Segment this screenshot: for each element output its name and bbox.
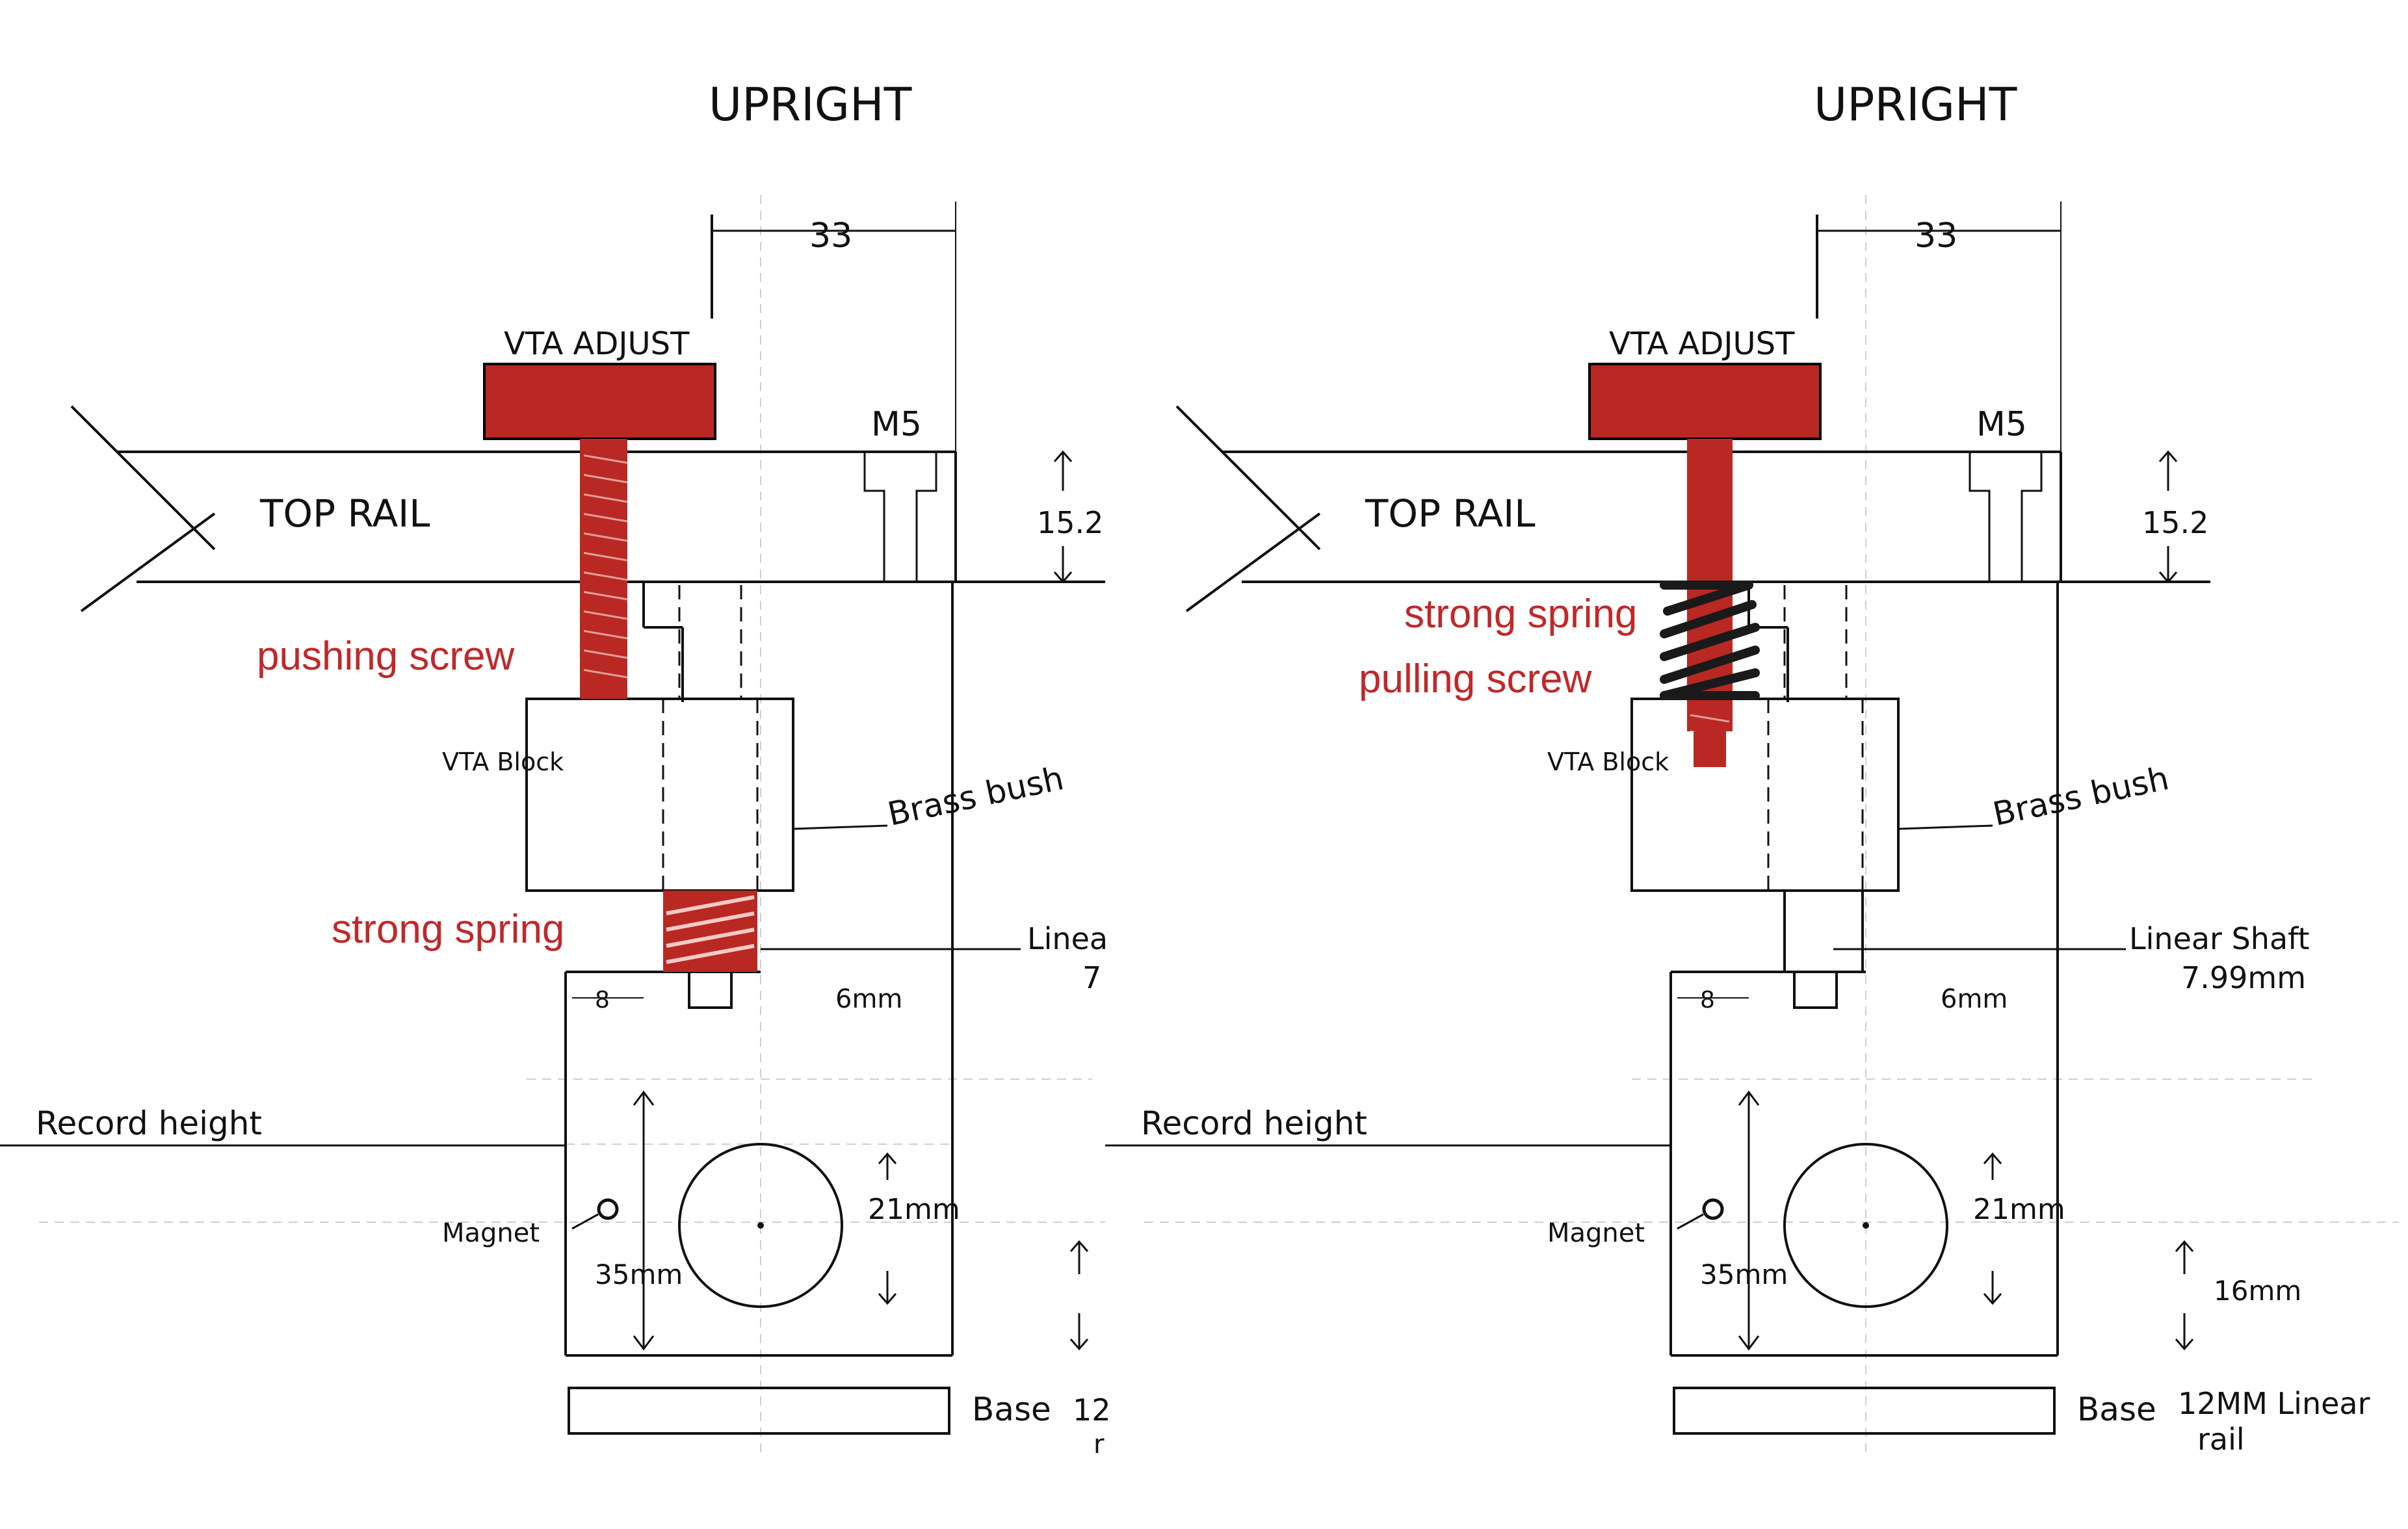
linear-shaft-size-right: 7.99mm bbox=[2181, 960, 2306, 995]
brass-bush-right bbox=[1767, 585, 1900, 891]
base-rail bbox=[568, 1387, 950, 1435]
dim-15-2-label: 15.2 bbox=[1037, 505, 1103, 540]
brass-bush bbox=[662, 585, 794, 891]
rail-dim-arrows-right bbox=[2158, 450, 2178, 584]
upright-body-right bbox=[1669, 581, 2061, 1357]
shaft-hole-right bbox=[1783, 1143, 1948, 1308]
vta-block bbox=[525, 698, 794, 892]
dim-33-label-right: 33 bbox=[1915, 216, 1957, 255]
base-rail-label-2-right: rail bbox=[2197, 1422, 2245, 1457]
linear-shaft-label-right: Linear Shaft bbox=[2129, 921, 2310, 956]
panel-pushing-screw bbox=[0, 195, 1105, 1456]
vta-block-label-right: VTA Block bbox=[1547, 748, 1669, 776]
hole-center-right bbox=[1863, 1222, 1869, 1229]
top-rail-label-right: TOP RAIL bbox=[1365, 491, 1536, 536]
annotation-strong-spring: strong spring bbox=[332, 907, 564, 952]
vta-block-right bbox=[1630, 698, 1900, 892]
m5-label-right: M5 bbox=[1976, 405, 2027, 444]
brass-bush-label: Brass bush bbox=[884, 759, 1067, 833]
offset-label-right: 8 bbox=[1700, 987, 1715, 1013]
gap-label-right: 6mm bbox=[1941, 984, 2008, 1014]
gap-label: 6mm bbox=[835, 984, 902, 1014]
hole-label: 21mm bbox=[868, 1193, 960, 1226]
vta-adjust-knob-right bbox=[1588, 363, 1822, 440]
dim-21mm bbox=[878, 1152, 897, 1305]
pushing-screw bbox=[580, 439, 628, 699]
dim-35mm bbox=[633, 1090, 655, 1351]
vta-adjust-knob bbox=[483, 363, 716, 440]
dim-35mm-right bbox=[1738, 1090, 1760, 1351]
panel-pulling-screw-labels: UPRIGHT 33 VTA ADJUST M5 TOP RAIL 15.2 V… bbox=[1141, 78, 2370, 1457]
base-dim-label-right: 16mm bbox=[2214, 1275, 2301, 1307]
magnet-label: Magnet bbox=[442, 1218, 540, 1248]
base-label-right: Base bbox=[2077, 1391, 2156, 1428]
base-dim-arrows bbox=[1069, 1240, 1089, 1351]
shaft-hole bbox=[678, 1143, 843, 1308]
base-rail-label-right: 12MM Linear bbox=[2178, 1386, 2370, 1421]
offset-label: 8 bbox=[595, 987, 610, 1013]
record-height-label-right: Record height bbox=[1141, 1104, 1367, 1142]
m5-recess bbox=[863, 452, 937, 582]
hole-center bbox=[757, 1222, 764, 1229]
linear-shaft-right bbox=[1783, 889, 2126, 1009]
vta-adjust-label: VTA ADJUST bbox=[504, 326, 690, 362]
dimension-33-right bbox=[1816, 202, 2061, 455]
magnet-right bbox=[1677, 1198, 1724, 1230]
top-rail-label: TOP RAIL bbox=[259, 491, 430, 536]
brass-bush-label-right: Brass bush bbox=[1989, 759, 2172, 833]
m5-recess-right bbox=[1969, 452, 2043, 582]
panel-pulling-screw bbox=[1105, 195, 2399, 1456]
panel-pushing-screw-labels: UPRIGHT 33 VTA ADJUST M5 TOP RAIL 15.2 V… bbox=[36, 78, 1111, 1459]
vta-block-label: VTA Block bbox=[442, 748, 564, 776]
hole-label-right: 21mm bbox=[1973, 1193, 2065, 1226]
dim-33-label: 33 bbox=[809, 216, 852, 255]
m5-label: M5 bbox=[871, 405, 922, 444]
base-rail-label-2: r bbox=[1093, 1430, 1105, 1459]
strong-spring-red bbox=[663, 891, 757, 972]
linear-shaft-size: 7 bbox=[1082, 960, 1101, 995]
annotation-pulling-screw: pulling screw bbox=[1359, 657, 1592, 701]
magnet-label-right: Magnet bbox=[1547, 1218, 1645, 1248]
base-rail-right bbox=[1673, 1387, 2056, 1435]
dimension-33 bbox=[711, 202, 956, 455]
annotation-strong-spring-right: strong spring bbox=[1404, 592, 1637, 636]
title-upright: UPRIGHT bbox=[709, 78, 912, 131]
height-label: 35mm bbox=[595, 1259, 683, 1290]
base-label: Base bbox=[972, 1391, 1051, 1428]
base-rail-label: 12 bbox=[1073, 1392, 1111, 1428]
magnet bbox=[571, 1198, 619, 1230]
linear-shaft-label: Linea bbox=[1027, 921, 1108, 956]
annotation-pushing-screw: pushing screw bbox=[257, 634, 515, 679]
title-upright-right: UPRIGHT bbox=[1814, 78, 2017, 131]
rail-dim-arrows bbox=[1053, 450, 1073, 584]
brass-bush-leader-right bbox=[1898, 824, 1993, 830]
record-height-label: Record height bbox=[36, 1104, 262, 1142]
base-dim-arrows-right bbox=[2175, 1240, 2194, 1351]
vta-adjust-label-right: VTA ADJUST bbox=[1609, 326, 1795, 362]
brass-bush-leader bbox=[792, 824, 888, 830]
height-label-right: 35mm bbox=[1700, 1259, 1788, 1290]
dim-21mm-right bbox=[1983, 1152, 2002, 1305]
strong-spring-black bbox=[1660, 581, 1760, 700]
dim-15-2-label-right: 15.2 bbox=[2142, 505, 2208, 540]
